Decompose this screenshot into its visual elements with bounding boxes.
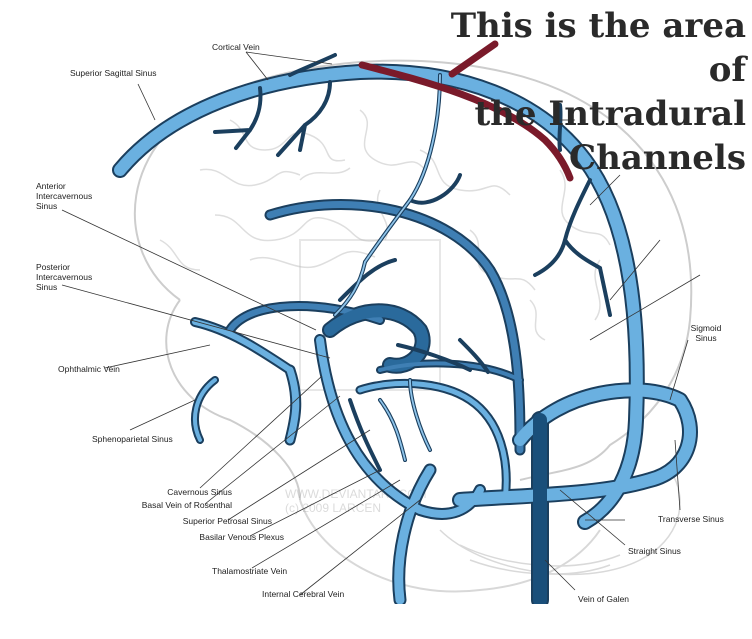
label-superior-petrosal-sinus: Superior Petrosal Sinus bbox=[182, 516, 272, 526]
label-transverse-sinus: Transverse Sinus bbox=[658, 514, 724, 524]
label-anterior-line1: Anterior bbox=[36, 181, 66, 191]
callout-line-2: the Intradural bbox=[474, 94, 746, 134]
intradural-channels-callout: This is the area of the Intradural Chann… bbox=[406, 4, 746, 180]
label-sigmoid-line2: Sinus bbox=[695, 333, 717, 343]
callout-line-1: This is the area of bbox=[450, 6, 746, 90]
label-anterior-intercavernous-sinus: Anterior Intercavernous Sinus bbox=[36, 181, 92, 211]
label-posterior-line2: Intercavernous bbox=[36, 272, 93, 282]
label-posterior-intercavernous-sinus: Posterior Intercavernous Sinus bbox=[36, 262, 92, 292]
label-sigmoid-sinus: Sigmoid Sinus bbox=[686, 323, 726, 343]
intradural-channel-marker bbox=[358, 40, 574, 182]
vein-network bbox=[112, 53, 698, 609]
label-cavernous-sinus: Cavernous Sinus bbox=[167, 487, 232, 497]
watermark: WWW.DEVIANTART.COM (c) 2009 LARCEN bbox=[285, 239, 441, 515]
label-basilar-venous-plexus: Basilar Venous Plexus bbox=[199, 532, 284, 542]
bottom-margin bbox=[0, 604, 752, 639]
label-straight-sinus: Straight Sinus bbox=[628, 546, 681, 556]
label-basal-vein-of-rosenthal: Basal Vein of Rosenthal bbox=[141, 500, 232, 510]
label-superior-sagittal-sinus: Superior Sagittal Sinus bbox=[70, 68, 157, 78]
watermark-text-2: (c) 2009 LARCEN bbox=[285, 501, 381, 515]
label-thalamostriate-vein: Thalamostriate Vein bbox=[212, 566, 288, 576]
callout-line-3: Channels bbox=[569, 138, 746, 178]
label-sphenoparietal-sinus: Sphenoparietal Sinus bbox=[92, 434, 173, 444]
label-posterior-line3: Sinus bbox=[36, 282, 58, 292]
label-anterior-line2: Intercavernous bbox=[36, 191, 93, 201]
label-vein-of-galen: Vein of Galen bbox=[578, 594, 630, 604]
label-ophthalmic-vein: Ophthalmic Vein bbox=[58, 364, 120, 374]
label-cortical-vein: Cortical Vein bbox=[212, 42, 260, 52]
label-leaders bbox=[61, 51, 701, 596]
label-posterior-line1: Posterior bbox=[36, 262, 71, 272]
label-anterior-line3: Sinus bbox=[36, 201, 58, 211]
label-internal-cerebral-vein: Internal Cerebral Vein bbox=[262, 589, 345, 599]
label-sigmoid-line1: Sigmoid bbox=[690, 323, 722, 333]
